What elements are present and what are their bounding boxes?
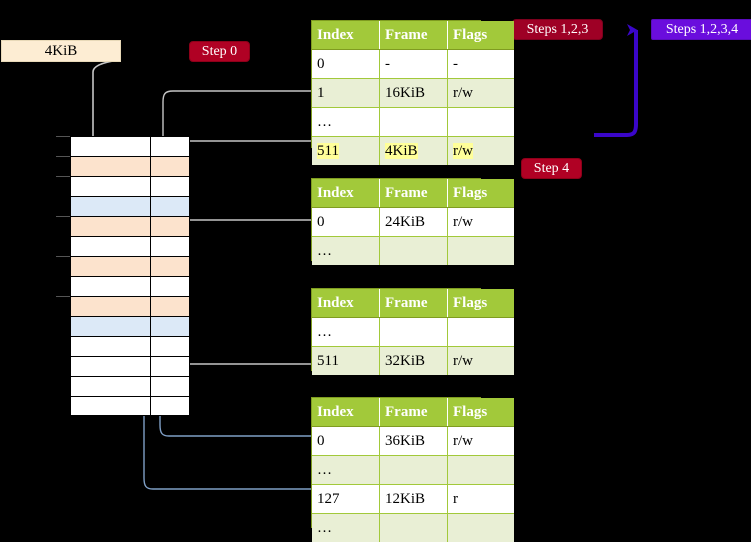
memory-frame-row: [70, 356, 190, 376]
table-cell: 127: [312, 485, 380, 514]
steps-123-badge: Steps 1,2,3: [512, 19, 603, 40]
step-0-badge: Step 0: [189, 41, 250, 62]
size-label-4kib: 4KiB: [1, 40, 121, 62]
table-cell: 1: [312, 79, 380, 108]
table-row: 511 4KiB r/w: [312, 137, 514, 166]
memory-tick-mark: [56, 256, 70, 257]
column-header: Index: [312, 179, 380, 208]
steps-1234-badge: Steps 1,2,3,4: [651, 19, 751, 40]
table-cell: [380, 108, 448, 137]
table-cell: 0: [312, 208, 380, 237]
table-cell: r/w: [448, 79, 515, 108]
wire-table2-row0-to-memory: [178, 220, 311, 264]
diagram-canvas: 4KiB Step 0 Step 4 Steps 1,2,3 Steps 1,2…: [0, 0, 751, 528]
table-cell: r/w: [448, 347, 515, 376]
table-cell: …: [312, 237, 380, 266]
memory-tick-mark: [56, 296, 70, 297]
table-cell: r/w: [448, 427, 515, 456]
table-cell: 0: [312, 427, 380, 456]
table-cell: [448, 108, 515, 137]
memory-frame-row: [70, 156, 190, 176]
table-row: …: [312, 237, 514, 266]
memory-frame-row: [70, 336, 190, 356]
memory-tick-mark: [56, 136, 70, 137]
table-cell: …: [312, 456, 380, 485]
table-row: …: [312, 456, 514, 485]
memory-frame-row: [70, 196, 190, 216]
memory-column-divider: [150, 136, 151, 416]
memory-frame-row: [70, 276, 190, 296]
column-header: Index: [312, 289, 380, 318]
table-cell: [448, 237, 515, 266]
table-cell: 16KiB: [380, 79, 448, 108]
table-cell: 511: [312, 347, 380, 376]
wire-table1-row511-to-memory: [178, 141, 311, 224]
column-header: Index: [312, 21, 380, 50]
physical-memory-column: [70, 136, 190, 416]
memory-frame-row: [70, 136, 190, 156]
memory-frame-row: [70, 236, 190, 256]
table-cell: -: [380, 50, 448, 79]
table-cell: [380, 237, 448, 266]
table-cell: r/w: [448, 137, 515, 166]
memory-frame-row: [70, 316, 190, 336]
table-row: 0--: [312, 50, 514, 79]
table-cell: 32KiB: [380, 347, 448, 376]
memory-frame-row: [70, 296, 190, 316]
column-header: Flags: [448, 398, 515, 427]
column-header: Frame: [380, 21, 448, 50]
table-cell: 36KiB: [380, 427, 448, 456]
step-4-badge: Step 4: [521, 158, 582, 179]
table-row: …: [312, 108, 514, 137]
column-header: Flags: [448, 21, 515, 50]
memory-tick-mark: [56, 216, 70, 217]
table-row: …: [312, 318, 514, 347]
table-cell: 24KiB: [380, 208, 448, 237]
table-cell: [448, 456, 515, 485]
table-cell: 0: [312, 50, 380, 79]
highlighted-value: r/w: [453, 143, 473, 159]
column-header: Flags: [448, 179, 515, 208]
table-cell: 4KiB: [380, 137, 448, 166]
table-cell: …: [312, 108, 380, 137]
memory-frame-row: [70, 376, 190, 396]
column-header: Frame: [380, 289, 448, 318]
memory-tick-mark: [56, 176, 70, 177]
table-cell: r: [448, 485, 515, 514]
memory-frame-row: [70, 256, 190, 276]
table-cell: …: [312, 318, 380, 347]
table-cell: [380, 318, 448, 347]
table-cell: 12KiB: [380, 485, 448, 514]
table-cell: -: [448, 50, 515, 79]
wire-steps-bracket-arrow: [594, 30, 636, 135]
table-cell: [380, 456, 448, 485]
highlighted-value: 4KiB: [385, 143, 418, 159]
memory-frame-row: [70, 396, 190, 416]
column-header: Index: [312, 398, 380, 427]
memory-frame-row: [70, 216, 190, 236]
memory-tick-mark: [56, 156, 70, 157]
wire-table3-row511-to-memory: [178, 300, 311, 364]
column-header: Frame: [380, 398, 448, 427]
table-cell: 511: [312, 137, 380, 166]
column-header: Flags: [448, 289, 515, 318]
memory-frame-row: [70, 176, 190, 196]
table-cell: r/w: [448, 208, 515, 237]
highlighted-value: 511: [317, 143, 339, 159]
table-cell: [448, 318, 515, 347]
column-header: Frame: [380, 179, 448, 208]
